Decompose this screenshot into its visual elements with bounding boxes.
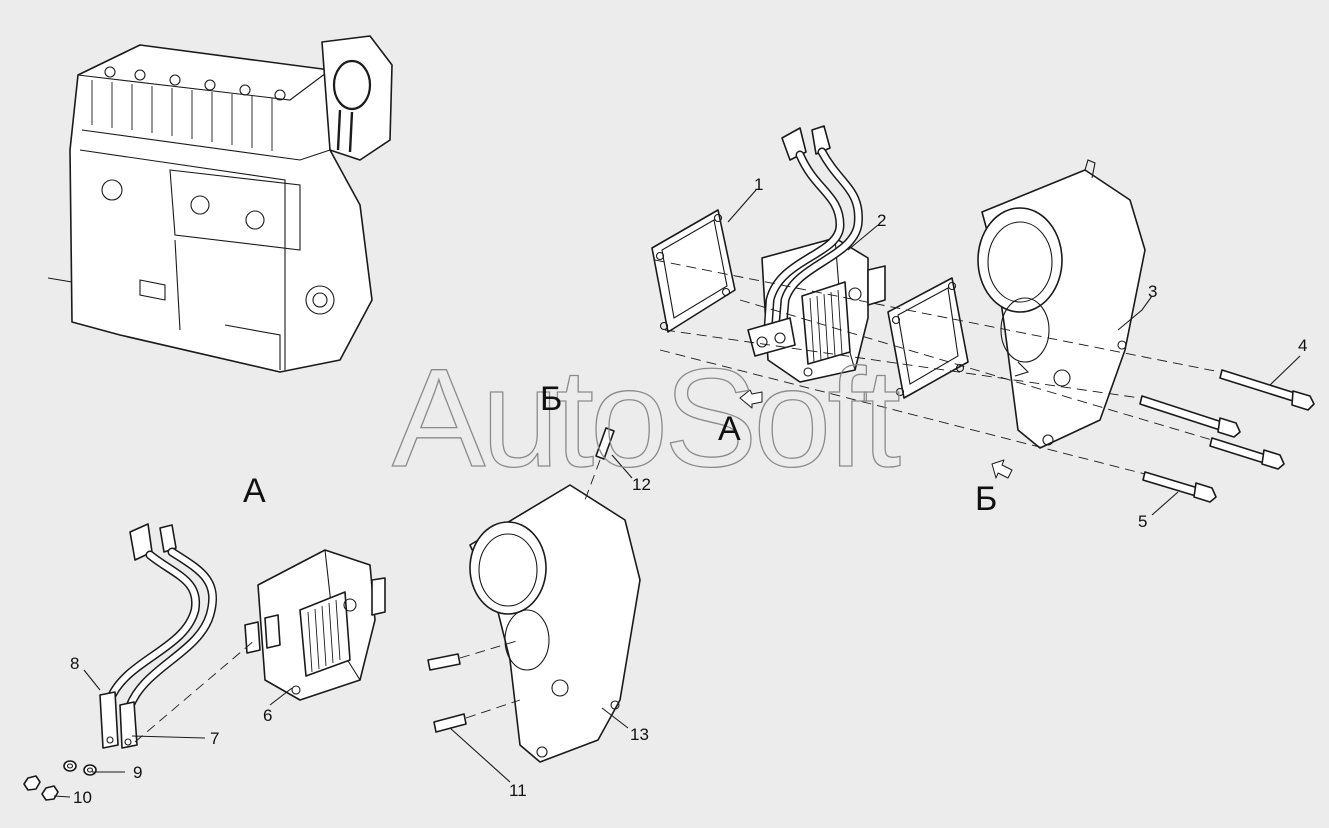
callout-2: 2 <box>877 211 886 230</box>
callout-3: 3 <box>1148 282 1157 301</box>
view-label-b-detail: Б <box>540 380 562 418</box>
callout-7: 7 <box>210 729 219 748</box>
callout-13: 13 <box>630 725 649 744</box>
callout-leaders <box>53 189 1301 798</box>
callout-4: 4 <box>1298 336 1307 355</box>
gasket-rear <box>887 277 969 399</box>
engine-overview <box>47 35 393 373</box>
dowel-pins <box>427 427 615 733</box>
callout-9: 9 <box>133 763 142 782</box>
cable-pair-main <box>747 125 863 357</box>
callout-8: 8 <box>70 654 79 673</box>
watermark: AutoSoft <box>392 339 900 496</box>
intake-cover-detail <box>469 484 641 763</box>
callout-1: 1 <box>754 175 763 194</box>
callout-5: 5 <box>1138 512 1147 531</box>
intake-cover-main <box>977 159 1146 449</box>
callout-12: 12 <box>632 475 651 494</box>
cable-pair-detail <box>99 523 218 749</box>
assembly-axis-lines <box>654 259 1221 475</box>
view-label-a-main: А <box>718 410 741 448</box>
callout-11: 11 <box>509 781 527 800</box>
view-label-b-main: Б <box>975 480 997 518</box>
view-arrow-b <box>991 459 1013 479</box>
gasket-front <box>651 209 736 333</box>
bolts-main <box>1139 369 1315 503</box>
view-arrow-a <box>739 389 763 409</box>
nuts-washers <box>23 760 97 801</box>
callout-10: 10 <box>73 788 92 807</box>
view-label-a-detail: А <box>243 472 266 510</box>
callout-6: 6 <box>263 706 272 725</box>
air-heater-detail <box>134 549 386 743</box>
